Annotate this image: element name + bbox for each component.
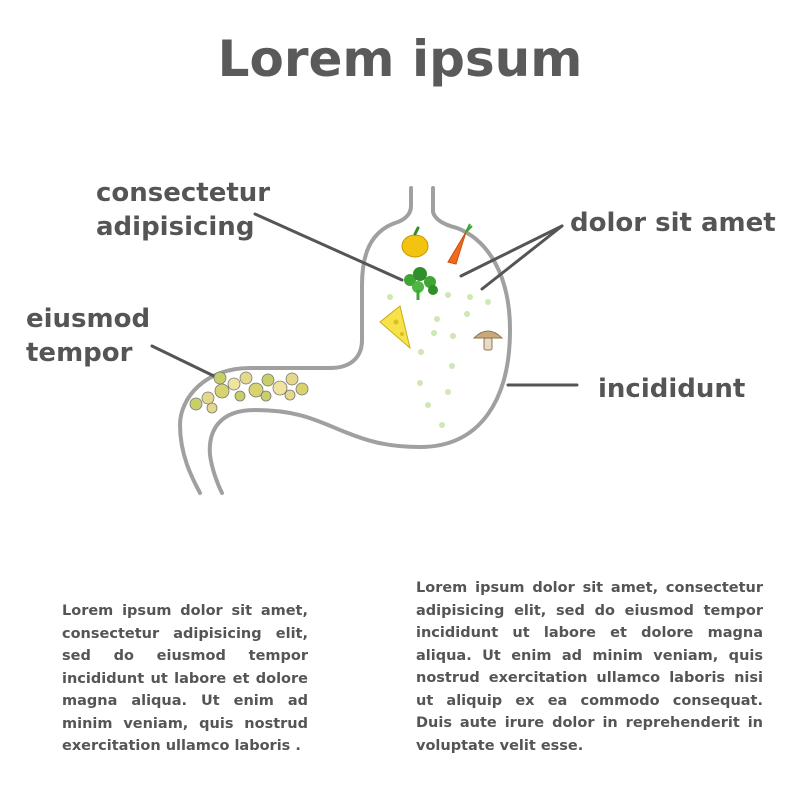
carrot-icon xyxy=(447,223,473,265)
pepper-icon xyxy=(401,226,429,258)
label-eiusmod: eiusmod tempor xyxy=(26,302,150,370)
cheese-icon xyxy=(379,305,411,350)
label-consectetur-line1: consectetur xyxy=(96,178,271,208)
pointer-dolor-2 xyxy=(480,224,564,291)
chyme-icon xyxy=(189,371,309,414)
pointer-eiusmod xyxy=(150,344,220,380)
paragraph-right: Lorem ipsum dolor sit amet, consectetur … xyxy=(416,580,763,754)
particles-icon xyxy=(387,292,491,428)
label-consectetur-line2: adipisicing xyxy=(96,212,255,242)
label-consectetur: consectetur adipisicing xyxy=(96,176,270,244)
pointer-consectetur xyxy=(253,212,404,282)
label-incididunt: incididunt xyxy=(598,374,746,404)
label-eiusmod-line2: tempor xyxy=(26,338,133,368)
page-title: Lorem ipsum xyxy=(217,30,583,88)
broccoli-icon xyxy=(404,267,438,300)
stomach-outline-outer xyxy=(178,186,413,495)
stomach-outline-inner xyxy=(207,186,512,495)
pointer-lines xyxy=(150,212,579,387)
label-dolor-sit-amet: dolor sit amet xyxy=(570,208,776,238)
pointer-dolor-1 xyxy=(459,224,564,278)
paragraph-left: Lorem ipsum dolor sit amet, consectetur … xyxy=(62,603,308,754)
label-eiusmod-line1: eiusmod xyxy=(26,304,151,334)
stomach-outline xyxy=(178,186,512,495)
mushroom-icon xyxy=(472,330,504,351)
